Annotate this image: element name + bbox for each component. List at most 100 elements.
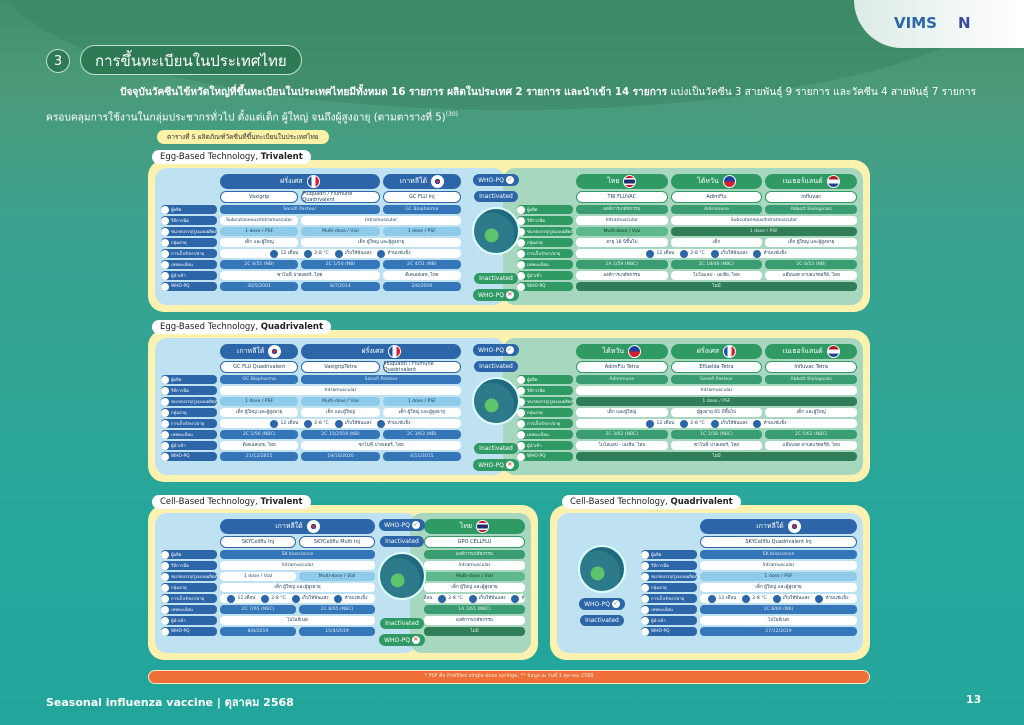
storage-icon (680, 419, 689, 428)
table-cell: 2C 6/53 (NB) (765, 260, 857, 269)
table-cell: 1 dose / PSF (382, 227, 461, 236)
virus-icon (378, 552, 426, 600)
row-label-text: การเก็บรักษา/อายุ (171, 252, 205, 257)
table-cell: เด็ก ผู้ใหญ่ และผู้สูงอายุ (765, 238, 857, 247)
row-label-text: ขนาดบรรจุ/รูปแบบผลิตภัณฑ์ (527, 400, 573, 405)
storage-icon (646, 419, 655, 428)
row-label-text: การเก็บรักษา/อายุ (527, 422, 561, 427)
product-name: TRI FLUVAC (576, 191, 668, 203)
country-header: ไต้หวัน (670, 174, 763, 189)
country-header: ฝรั่งเศส (301, 344, 461, 359)
row-icon (161, 572, 169, 581)
storage-item: ห้ามแช่แข็ง (753, 249, 787, 258)
storage-text: ห้ามแช่แข็ง (344, 596, 368, 601)
row-icon (517, 408, 525, 417)
storage-icon (753, 419, 762, 428)
row-icon (161, 561, 169, 570)
row-label: การเก็บรักษา/อายุ (517, 419, 573, 428)
table-cell: ซาโนฟี่ ปาสเตอร์, ไทย (670, 441, 763, 450)
country-header: ไทย (424, 519, 525, 534)
table-cell: องค์การเภสัชกรรม (424, 550, 525, 559)
row-icon (517, 238, 525, 247)
storage-text: 2-8 °C (271, 596, 286, 601)
table-cell: 1 dose / PSF (576, 397, 857, 406)
table-caption: ตารางที่ 5 ผลิตภัณฑ์วัคซีนที่ขึ้นทะเบียน… (157, 130, 329, 144)
table-cell: Adimmune (670, 205, 763, 214)
table-cell: 2C 8/65 (NBC) (299, 605, 375, 614)
row-label: กลุ่มอายุ (161, 238, 217, 247)
flag-kr-icon (431, 175, 445, 188)
country-header: เกาหลีใต้ (382, 174, 461, 189)
row-label-text: เลขทะเบียน (527, 263, 549, 268)
grid-corner (517, 361, 573, 373)
storage-item: ห้ามแช่แข็ง (377, 419, 411, 428)
grid-corner (641, 519, 697, 534)
table-cell: 27/12/2019 (700, 627, 857, 636)
table-cell: 2C 7/65 (NBC) (220, 605, 296, 614)
pill-text: WHO-PQ (478, 176, 504, 184)
table-cell: เด็ก และผู้ใหญ่ (765, 408, 857, 417)
row-label: ผู้นำเข้า (161, 271, 217, 280)
country-name: ฝรั่งเศส (696, 347, 720, 355)
row-label-text: ขนาดบรรจุ/รูปแบบผลิตภัณฑ์ (651, 575, 697, 580)
storage-item: เก็บให้พ้นแสง (334, 249, 371, 258)
storage-text: เก็บให้พ้นแสง (344, 421, 372, 426)
row-icon (517, 419, 525, 428)
table-cell: 2C 3/63 (NB) (382, 430, 461, 439)
table-cell: เด็ก ผู้ใหญ่ และผู้สูงอายุ (382, 408, 461, 417)
row-label-text: วิธีการฉีด (171, 219, 190, 224)
row-label: กลุ่มอายุ (517, 238, 573, 247)
storage-item: 12 เดือน (646, 419, 675, 428)
row-label: WHO-PQ (517, 452, 573, 461)
partner-logo: N (958, 14, 971, 32)
row-label-text: WHO-PQ (171, 454, 190, 459)
row-icon (641, 583, 649, 592)
storage-text: เก็บให้พ้นแสง (720, 251, 748, 256)
grid-corner (161, 174, 217, 189)
country-header: ไทย (576, 174, 668, 189)
table-cell: 4/11/2015 (382, 452, 461, 461)
virus-icon (578, 545, 626, 593)
row-icon (161, 386, 169, 395)
product-name: AdimFlu (670, 191, 763, 203)
storage-text: 12 เดือน (656, 421, 675, 426)
storage-item: 2-8 °C (680, 419, 705, 428)
pill-text: Inactivated (479, 193, 513, 200)
storage-text: เก็บให้พ้นแสง (782, 596, 810, 601)
row-label-text: เลขทะเบียน (171, 608, 193, 613)
grid-corner (161, 344, 217, 359)
product-name: VaxigripTetra (301, 361, 380, 373)
table-cell: GC Biopharma (382, 205, 461, 214)
row-label-text: ผู้ผลิต (171, 378, 182, 383)
table-cell: Intramuscular (576, 216, 668, 225)
country-header: เนเธอร์แลนด์ (765, 344, 857, 359)
table-cell: 1A 1/59 (NBC) (576, 260, 668, 269)
table-cell: ไบโอแลป - เอเชีย, ไทย (670, 271, 763, 280)
table-cell: Multi-dose / Vial (576, 227, 668, 236)
storage-item: เก็บให้พ้นแสง (772, 594, 810, 603)
check-icon: ✓ (611, 600, 620, 608)
country-name: ไต้หวัน (697, 177, 719, 185)
table-cell: Intramuscular (576, 386, 857, 395)
row-label-text: เลขทะเบียน (651, 608, 673, 613)
table-cell: Sanofi Pasteur (301, 375, 461, 384)
row-label: การเก็บรักษา/อายุ (161, 419, 217, 428)
table-cell: Intramuscular (220, 386, 461, 395)
storage-text: เก็บให้พ้นแสง (301, 596, 329, 601)
row-icon (161, 282, 169, 291)
row-icon (517, 260, 525, 269)
panel-title-cell-quadrivalent: Cell-Based Technology, Quadrivalent (562, 495, 741, 509)
table-cell: Intramuscular (424, 561, 525, 570)
row-icon (641, 594, 649, 603)
pill-text: WHO-PQ (584, 600, 610, 608)
row-icon (641, 550, 649, 559)
storage-item: ห้ามแช่แข็ง (815, 594, 849, 603)
group-right: ไต้หวันฝรั่งเศสเนเธอร์แลนด์AdimFlu Tetra… (503, 338, 863, 475)
storage-item: ห้ามแช่แข็ง (334, 594, 368, 603)
storage-text: ห้ามแช่แข็ง (763, 421, 787, 426)
table-cell: เด็ก และผู้ใหญ่ (576, 408, 668, 417)
row-label-text: WHO-PQ (171, 284, 190, 289)
